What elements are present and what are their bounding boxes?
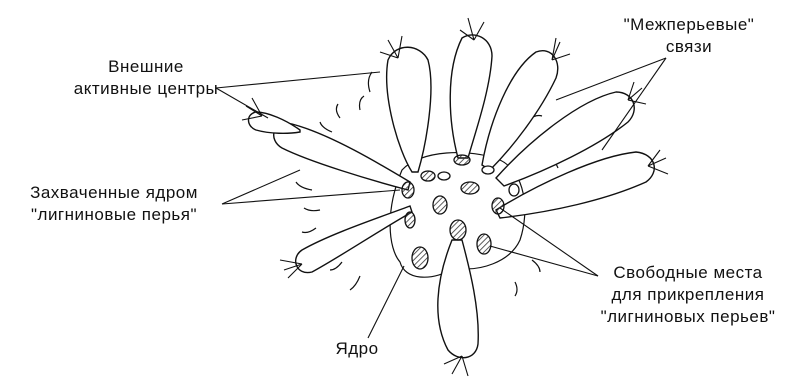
label-captured-feathers: Захваченные ядром "лигниновые перья" bbox=[6, 182, 222, 226]
free-site bbox=[438, 172, 450, 180]
occupied-site bbox=[402, 182, 414, 198]
occupied-site bbox=[450, 220, 466, 240]
occupied-site bbox=[461, 182, 479, 194]
free-site bbox=[482, 166, 494, 174]
label-interfeather-links: "Межперьевые" связи bbox=[614, 14, 764, 58]
label-outer-active-centers: Внешние активные центры bbox=[66, 56, 226, 100]
feather-far-left bbox=[249, 112, 301, 133]
label-core: Ядро bbox=[322, 338, 392, 360]
label-captured-line1: Захваченные ядром bbox=[6, 182, 222, 204]
occupied-site bbox=[477, 234, 491, 254]
feather-top bbox=[450, 35, 492, 158]
label-free-line2: для прикрепления bbox=[578, 284, 798, 306]
occupied-site bbox=[454, 155, 470, 165]
occupied-site bbox=[492, 198, 504, 214]
label-free-line1: Свободные места bbox=[578, 262, 798, 284]
occupied-site bbox=[405, 212, 415, 228]
free-site bbox=[509, 184, 519, 196]
occupied-site bbox=[433, 196, 447, 214]
label-links-line1: "Межперьевые" bbox=[614, 14, 764, 36]
label-free-sites: Свободные места для прикрепления "лигнин… bbox=[578, 262, 798, 328]
label-free-line3: "лигниновых перьев" bbox=[578, 306, 798, 328]
label-outer-line1: Внешние bbox=[66, 56, 226, 78]
label-captured-line2: "лигниновые перья" bbox=[6, 204, 222, 226]
occupied-site bbox=[412, 247, 428, 269]
feather-top-left bbox=[387, 47, 431, 172]
label-core-line1: Ядро bbox=[322, 338, 392, 360]
label-links-line2: связи bbox=[614, 36, 764, 58]
label-outer-line2: активные центры bbox=[66, 78, 226, 100]
occupied-site bbox=[421, 171, 435, 181]
